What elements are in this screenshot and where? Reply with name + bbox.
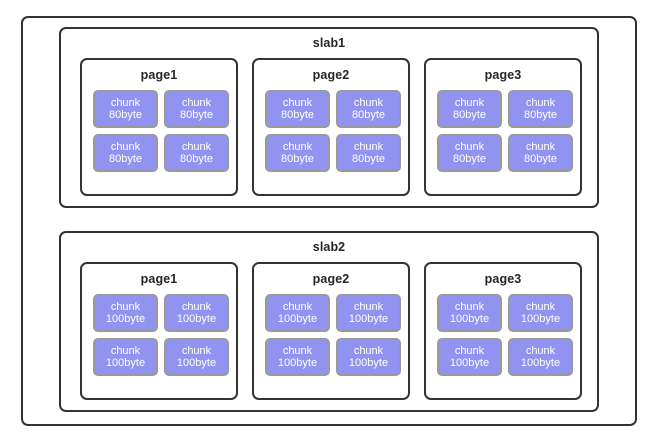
chunk-block: chunk 80byte <box>265 134 330 172</box>
chunk-block: chunk 80byte <box>437 90 502 128</box>
chunk-block: chunk 100byte <box>164 294 229 332</box>
page-title: page2 <box>312 68 350 82</box>
chunk-block: chunk 100byte <box>508 338 573 376</box>
chunk-block: chunk 100byte <box>437 294 502 332</box>
page-title: page1 <box>140 272 178 286</box>
chunk-label: chunk <box>181 300 212 313</box>
slab-container-1: slab1 page1 chunk 80byte chunk 80byte <box>59 27 599 208</box>
chunk-block: chunk 80byte <box>93 134 158 172</box>
page-box-1: page1 chunk 80byte chunk 80byte chunk 80 <box>80 58 238 196</box>
chunk-block: chunk 80byte <box>164 134 229 172</box>
chunk-block: chunk 100byte <box>437 338 502 376</box>
chunk-block: chunk 100byte <box>336 294 401 332</box>
chunk-label: chunk <box>353 300 384 313</box>
page-box-3: page3 chunk 100byte chunk 100byte chunk <box>424 262 582 400</box>
page-box-1: page1 chunk 100byte chunk 100byte chunk <box>80 262 238 400</box>
chunk-label: chunk <box>353 344 384 357</box>
pages-row: page1 chunk 80byte chunk 80byte chunk 80 <box>80 58 582 196</box>
pages-row: page1 chunk 100byte chunk 100byte chunk <box>80 262 582 400</box>
page-title: page3 <box>484 272 522 286</box>
chunk-size: 100byte <box>277 357 318 369</box>
chunk-label: chunk <box>110 344 141 357</box>
chunk-label: chunk <box>181 96 212 109</box>
chunk-block: chunk 100byte <box>265 338 330 376</box>
chunk-size: 80byte <box>523 109 558 121</box>
chunk-size: 80byte <box>179 153 214 165</box>
chunk-block: chunk 100byte <box>265 294 330 332</box>
chunk-block: chunk 80byte <box>437 134 502 172</box>
chunk-size: 80byte <box>523 153 558 165</box>
chunk-size: 100byte <box>105 357 146 369</box>
chunk-size: 100byte <box>449 357 490 369</box>
chunks-grid: chunk 80byte chunk 80byte chunk 80byte <box>265 90 401 172</box>
chunk-label: chunk <box>353 140 384 153</box>
chunk-size: 100byte <box>176 313 217 325</box>
chunk-label: chunk <box>525 344 556 357</box>
chunk-size: 80byte <box>280 153 315 165</box>
chunk-label: chunk <box>353 96 384 109</box>
chunk-size: 100byte <box>176 357 217 369</box>
page-box-2: page2 chunk 80byte chunk 80byte chunk 80 <box>252 58 410 196</box>
chunk-block: chunk 80byte <box>164 90 229 128</box>
chunk-size: 100byte <box>520 357 561 369</box>
chunk-label: chunk <box>181 140 212 153</box>
chunk-label: chunk <box>525 300 556 313</box>
chunks-grid: chunk 80byte chunk 80byte chunk 80byte <box>93 90 229 172</box>
chunk-block: chunk 100byte <box>336 338 401 376</box>
slab-title: slab1 <box>312 36 346 50</box>
page-box-2: page2 chunk 100byte chunk 100byte chunk <box>252 262 410 400</box>
page-title: page3 <box>484 68 522 82</box>
chunk-label: chunk <box>282 140 313 153</box>
chunk-size: 80byte <box>351 109 386 121</box>
slab-container-2: slab2 page1 chunk 100byte chunk 100byte <box>59 231 599 412</box>
chunk-size: 80byte <box>108 109 143 121</box>
chunk-label: chunk <box>110 300 141 313</box>
chunk-label: chunk <box>454 344 485 357</box>
chunk-size: 80byte <box>280 109 315 121</box>
chunk-label: chunk <box>525 140 556 153</box>
chunk-size: 100byte <box>348 313 389 325</box>
chunk-size: 80byte <box>179 109 214 121</box>
chunk-size: 100byte <box>277 313 318 325</box>
chunk-size: 100byte <box>520 313 561 325</box>
chunk-size: 80byte <box>452 109 487 121</box>
chunk-size: 100byte <box>348 357 389 369</box>
chunk-block: chunk 80byte <box>508 90 573 128</box>
chunks-grid: chunk 100byte chunk 100byte chunk 100byt… <box>265 294 401 376</box>
chunk-size: 80byte <box>452 153 487 165</box>
chunk-size: 100byte <box>449 313 490 325</box>
chunk-block: chunk 80byte <box>265 90 330 128</box>
chunk-block: chunk 100byte <box>93 294 158 332</box>
chunk-block: chunk 80byte <box>93 90 158 128</box>
chunk-label: chunk <box>282 96 313 109</box>
chunk-size: 80byte <box>351 153 386 165</box>
slab-title: slab2 <box>312 240 346 254</box>
chunk-block: chunk 100byte <box>508 294 573 332</box>
chunk-label: chunk <box>282 344 313 357</box>
chunk-block: chunk 100byte <box>164 338 229 376</box>
chunk-block: chunk 80byte <box>508 134 573 172</box>
chunk-label: chunk <box>454 140 485 153</box>
page-title: page1 <box>140 68 178 82</box>
chunks-grid: chunk 100byte chunk 100byte chunk 100byt… <box>437 294 573 376</box>
chunk-label: chunk <box>454 300 485 313</box>
chunk-label: chunk <box>110 140 141 153</box>
allocator-outer-frame: slab1 page1 chunk 80byte chunk 80byte <box>21 16 637 426</box>
chunk-size: 80byte <box>108 153 143 165</box>
chunks-grid: chunk 100byte chunk 100byte chunk 100byt… <box>93 294 229 376</box>
chunk-label: chunk <box>525 96 556 109</box>
chunks-grid: chunk 80byte chunk 80byte chunk 80byte <box>437 90 573 172</box>
chunk-block: chunk 80byte <box>336 90 401 128</box>
page-title: page2 <box>312 272 350 286</box>
chunk-size: 100byte <box>105 313 146 325</box>
page-box-3: page3 chunk 80byte chunk 80byte chunk 80 <box>424 58 582 196</box>
chunk-label: chunk <box>181 344 212 357</box>
chunk-label: chunk <box>110 96 141 109</box>
chunk-block: chunk 100byte <box>93 338 158 376</box>
chunk-label: chunk <box>454 96 485 109</box>
chunk-label: chunk <box>282 300 313 313</box>
chunk-block: chunk 80byte <box>336 134 401 172</box>
